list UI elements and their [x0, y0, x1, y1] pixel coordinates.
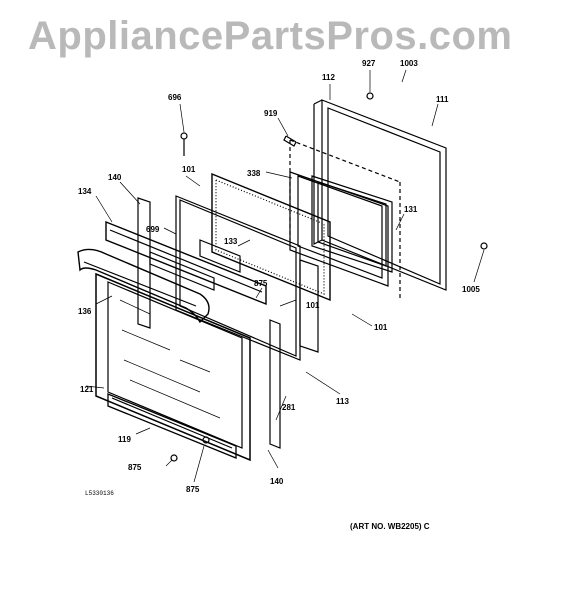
art-number: (ART NO. WB2205) C — [350, 522, 430, 531]
callout-101-right: 101 — [374, 323, 388, 332]
callout-140-bottom: 140 — [270, 477, 284, 486]
callout-101-top: 101 — [182, 165, 196, 174]
callout-labels: 1003 927 112 111 696 919 338 101 140 134… — [78, 59, 480, 494]
callout-133: 133 — [224, 237, 238, 246]
callout-1003: 1003 — [400, 59, 418, 68]
callout-131: 131 — [404, 205, 418, 214]
watermark-logo: AppliancePartsPros.com — [28, 14, 513, 58]
drawing-code: L5330136 — [85, 490, 114, 497]
callout-919: 919 — [264, 109, 278, 118]
callout-136: 136 — [78, 307, 92, 316]
callout-927: 927 — [362, 59, 376, 68]
bottom-trim-part — [107, 393, 237, 459]
callout-119: 119 — [118, 435, 131, 444]
callout-1005: 1005 — [462, 285, 480, 294]
callout-112: 112 — [322, 73, 335, 82]
door-liner-part — [175, 195, 301, 361]
callout-338: 338 — [247, 169, 261, 178]
callout-875-left: 875 — [128, 463, 142, 472]
callout-696: 696 — [168, 93, 182, 102]
callout-281: 281 — [282, 403, 296, 412]
callout-101-mid: 101 — [306, 301, 320, 310]
callout-875-top: 875 — [254, 279, 268, 288]
callout-113: 113 — [336, 397, 349, 406]
insulation-panel-part — [211, 172, 331, 302]
handle-part — [77, 248, 210, 324]
callout-111: 111 — [436, 95, 449, 104]
top-trim-part — [105, 220, 267, 306]
callout-134: 134 — [78, 187, 92, 196]
screw-696 — [180, 132, 188, 140]
callout-875-bottom: 875 — [186, 485, 200, 494]
outer-door-panel — [95, 272, 251, 462]
callout-121: 121 — [80, 385, 94, 394]
door-frame-part — [321, 99, 447, 291]
callout-699: 699 — [146, 225, 160, 234]
callout-140-top: 140 — [108, 173, 122, 182]
